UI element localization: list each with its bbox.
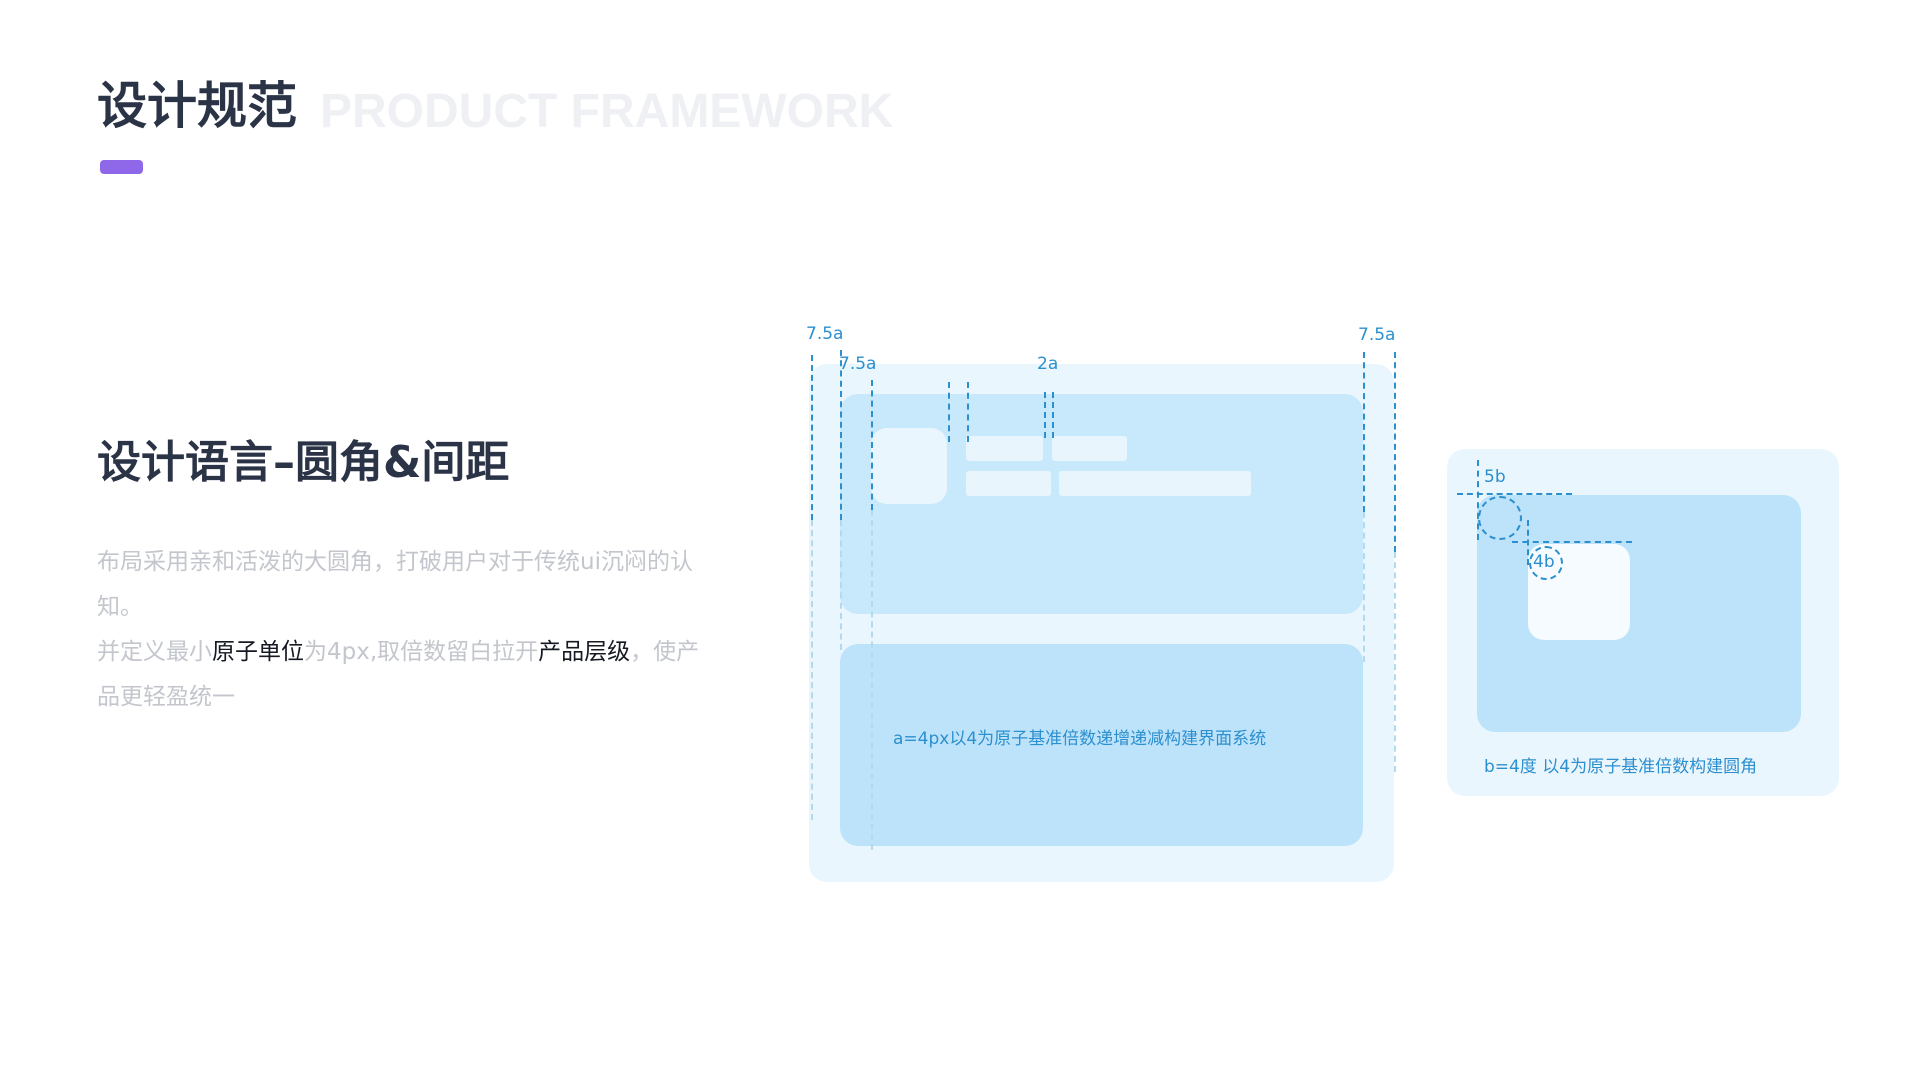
guide-line-bar-left [967,382,969,442]
placeholder-bar [966,436,1043,461]
title-accent-bar [100,160,143,174]
guide-line-avatar-left-faint [871,510,873,850]
spacing-diagram-card-top [840,394,1363,614]
dim-label-inner-left: 7.5a [839,354,877,374]
dim-label-radius-outer: 5b [1484,467,1506,487]
guide-line-gap-left [1044,392,1046,438]
guide-line-avatar-right [948,382,950,442]
description-paragraph-1: 布局采用亲和活泼的大圆角，打破用户对于传统ui沉闷的认知。 [97,549,693,620]
guide-line-outer-left-faint [811,520,813,820]
radius-guide-vertical-outer [1477,460,1479,540]
placeholder-bar [1052,436,1127,461]
highlight-atomic-unit: 原子单位 [212,639,304,665]
guide-line-outer-right [1394,352,1396,552]
description-paragraph-2: 并定义最小原子单位为4px,取倍数留白拉开产品层级，使产品更轻盈统一 [97,630,717,720]
placeholder-bar [1059,471,1251,496]
radius-caption: b=4度 以4为原子基准倍数构建圆角 [1484,757,1758,777]
page-title: 设计规范 [97,77,297,135]
guide-line-avatar-left [871,380,873,510]
guide-line-inner-right-faint [1363,512,1365,662]
dim-label-outer-left: 7.5a [806,324,844,344]
description-text-1: 并定义最小 [97,639,212,665]
description: 布局采用亲和活泼的大圆角，打破用户对于传统ui沉闷的认知。 并定义最小原子单位为… [97,540,717,720]
guide-line-outer-right-faint [1394,552,1396,772]
description-text-2: 为4px,取倍数留白拉开 [304,639,539,665]
section-title: 设计语言–圆角&间距 [97,437,510,488]
dim-label-gap: 2a [1037,354,1059,374]
radius-guide-horizontal-outer [1457,493,1572,495]
radius-diagram-card [1477,495,1801,732]
dim-label-outer-right: 7.5a [1358,325,1396,345]
guide-line-inner-right [1363,352,1365,512]
description-text-3: ，使产品更轻盈统一 [97,639,700,710]
spacing-caption: a=4px以4为原子基准倍数递增递减构建界面系统 [893,729,1267,749]
radius-circle-inner [1529,546,1563,580]
guide-line-inner-left-faint [840,520,842,650]
highlight-product-level: 产品层级 [538,639,631,665]
guide-line-inner-left [840,350,842,520]
radius-guide-horizontal-inner [1512,541,1632,543]
page-subtitle: PRODUCT FRAMEWORK [320,85,894,138]
radius-circle-outer [1478,496,1522,540]
dim-label-radius-inner: 4b [1533,552,1555,572]
guide-line-outer-left [811,355,813,520]
radius-guide-vertical-inner [1527,520,1529,565]
guide-line-gap-right [1052,392,1054,438]
spacing-diagram-card-bottom [840,644,1363,846]
placeholder-bar [966,471,1051,496]
spacing-diagram-avatar [871,428,947,504]
